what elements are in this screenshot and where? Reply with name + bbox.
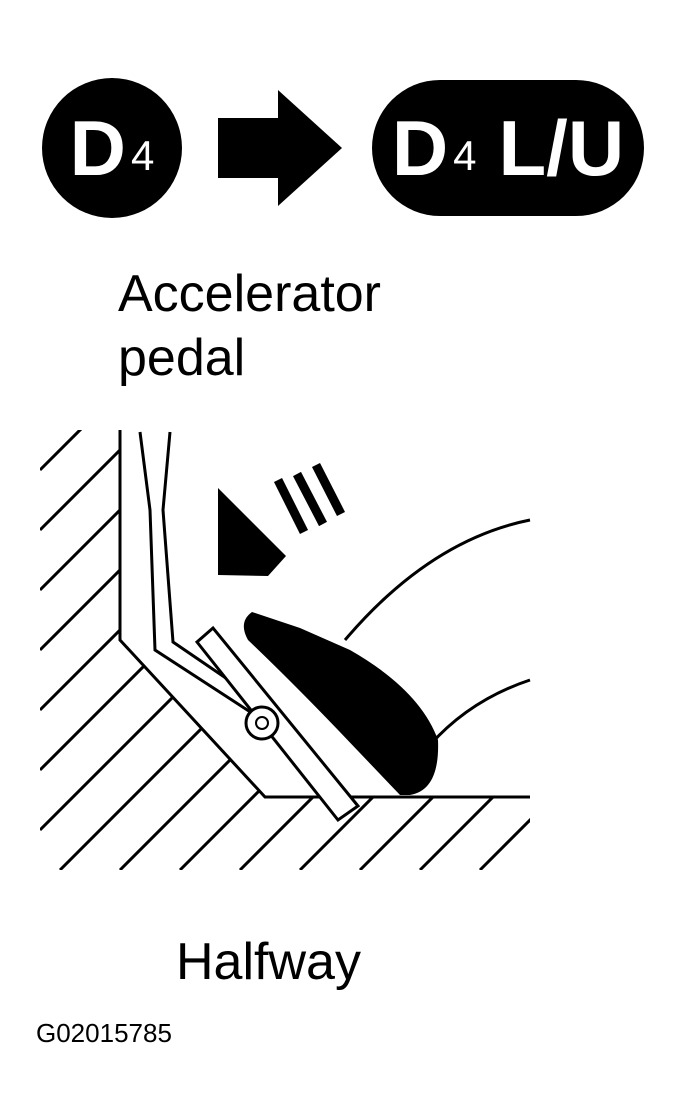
mode-to-letter: D [391, 104, 450, 192]
mode-from-subscript: 4 [130, 132, 155, 179]
figure-id: G02015785 [36, 1018, 172, 1048]
floor-hatching [40, 430, 530, 870]
transition-arrow-icon [218, 90, 342, 206]
press-arrow-icon [218, 462, 346, 576]
pedal-label: Accelerator pedal [118, 262, 381, 390]
mode-to-suffix: L/U [498, 104, 625, 192]
pedal-label-line1: Accelerator [118, 265, 381, 323]
position-label: Halfway [176, 933, 361, 991]
pedal-label-line2: pedal [118, 329, 246, 387]
mode-to-subscript: 4 [453, 132, 477, 179]
mode-from-letter: D [69, 104, 127, 192]
accelerator-pedal-illustration [40, 430, 531, 870]
